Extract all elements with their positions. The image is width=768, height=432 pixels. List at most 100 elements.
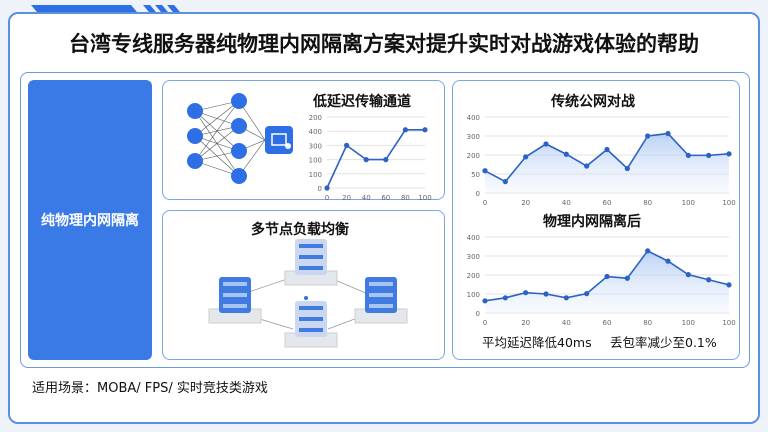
y-tick-label: 300 — [309, 142, 322, 150]
server-slot — [223, 282, 247, 286]
network-node — [231, 168, 247, 184]
y-tick-label: 100 — [467, 291, 480, 299]
data-point — [624, 165, 630, 172]
data-point — [402, 127, 408, 133]
server-slot — [299, 255, 323, 259]
server-slot — [223, 304, 247, 308]
x-tick-label: 20 — [521, 319, 530, 327]
data-point — [645, 248, 651, 254]
data-point — [706, 277, 712, 283]
data-point — [563, 295, 569, 301]
y-tick-label: 0 — [476, 190, 480, 198]
data-point — [383, 157, 389, 163]
connection-line — [194, 125, 240, 162]
data-point — [324, 185, 330, 191]
x-tick-label: 100 — [682, 319, 695, 327]
data-point — [685, 272, 691, 278]
x-tick-label: 20 — [521, 199, 530, 207]
data-point — [584, 163, 590, 169]
x-tick-label: 60 — [603, 319, 612, 327]
neural-network-icon — [187, 93, 293, 184]
y-tick-label: 300 — [467, 133, 480, 141]
y-tick-label: 300 — [467, 253, 480, 261]
data-point — [665, 130, 671, 137]
y-tick-label: 400 — [309, 128, 322, 136]
x-tick-label: 100 — [418, 194, 431, 202]
x-tick-label: 0 — [483, 319, 487, 327]
decorative-stripe — [155, 5, 168, 12]
footer-text: 适用场景：MOBA/ FPS/ 实时竞技类游戏 — [32, 381, 268, 396]
data-point — [685, 152, 691, 158]
data-point — [523, 154, 529, 160]
data-point — [502, 295, 508, 301]
data-point — [726, 282, 732, 288]
data-point — [604, 146, 610, 153]
server-slot — [223, 293, 247, 297]
x-tick-label: 0 — [483, 199, 487, 207]
server-slot — [299, 266, 323, 270]
server-slot — [369, 304, 393, 308]
x-tick-label: 40 — [562, 319, 571, 327]
card-title: 低延迟传输通道 — [313, 94, 411, 110]
y-tick-label: 200 — [467, 272, 480, 280]
load-balance-card: 多节点负载均衡 — [162, 210, 445, 360]
data-point — [624, 275, 630, 281]
data-point — [543, 291, 549, 297]
data-point — [543, 141, 549, 147]
x-tick-label: 80 — [643, 199, 652, 207]
x-tick-label: 40 — [362, 194, 371, 202]
page-title: 台湾专线服务器纯物理内网隔离方案对提升实时对战游戏体验的帮助 — [69, 32, 699, 56]
x-tick-label: 100 — [722, 199, 735, 207]
data-point — [523, 290, 529, 296]
card-title: 多节点负载均衡 — [251, 222, 349, 238]
chart-title-traditional: 传统公网对战 — [551, 94, 635, 110]
data-point — [422, 127, 428, 133]
data-point — [665, 258, 671, 264]
data-point — [502, 179, 508, 185]
y-tick-label: 0 — [318, 185, 322, 193]
data-point — [363, 157, 369, 163]
x-tick-label: 100 — [682, 199, 695, 207]
server-slot — [299, 244, 323, 248]
server-slot — [299, 306, 323, 310]
x-tick-label: 60 — [603, 199, 612, 207]
latency-stat: 平均延迟降低40ms — [482, 335, 592, 350]
x-tick-label: 20 — [342, 194, 351, 202]
traditional-chart: 0 50 200 300 400 0 20 40 60 80 100 100 — [467, 114, 736, 207]
left-panel: 纯物理内网隔离 — [28, 80, 152, 360]
data-point — [584, 291, 590, 297]
connection-line — [194, 100, 240, 162]
server-slot — [369, 282, 393, 286]
server-cluster-icon — [208, 239, 408, 348]
y-tick-label: 100 — [309, 157, 322, 165]
series-line — [326, 128, 425, 189]
decorative-stripe — [143, 5, 156, 12]
x-tick-label: 80 — [643, 319, 652, 327]
y-tick-label: 100 — [309, 171, 322, 179]
data-point — [482, 298, 488, 304]
x-tick-label: 40 — [562, 199, 571, 207]
network-node — [231, 93, 247, 109]
y-tick-label: 50 — [471, 171, 480, 179]
y-tick-label: 200 — [309, 114, 322, 122]
connection-line — [194, 100, 240, 137]
area-fill — [485, 133, 729, 193]
data-point — [726, 151, 732, 157]
server-slot — [299, 328, 323, 332]
data-point — [604, 273, 610, 280]
x-tick-label: 0 — [325, 194, 329, 202]
server-slot — [369, 293, 393, 297]
content-frame — [20, 72, 750, 368]
area-fill — [485, 250, 729, 313]
x-tick-label: 60 — [381, 194, 390, 202]
network-node — [187, 103, 203, 119]
data-point — [563, 151, 569, 157]
x-tick-label: 100 — [722, 319, 735, 327]
network-node — [187, 128, 203, 144]
y-tick-label: 200 — [467, 152, 480, 160]
data-point — [706, 152, 712, 158]
y-tick-label: 400 — [467, 114, 480, 122]
data-point — [344, 142, 350, 148]
